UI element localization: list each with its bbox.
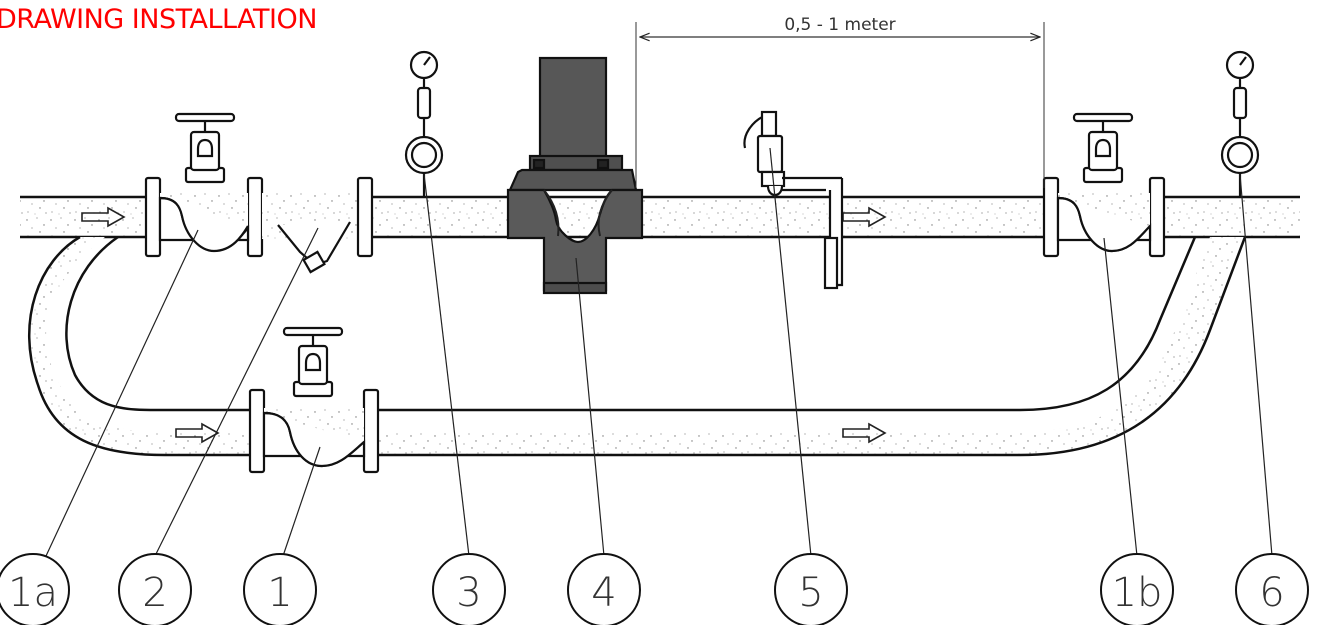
callout-6: 6 bbox=[1235, 553, 1309, 625]
pressure-gauge-6 bbox=[1220, 50, 1260, 197]
flow-arrow-icon bbox=[81, 206, 126, 228]
dimension-line: 0,5 - 1 meter bbox=[635, 15, 1045, 188]
pressure-gauge-3 bbox=[404, 50, 444, 197]
callout-1a: 1a bbox=[0, 553, 70, 625]
callout-4: 4 bbox=[567, 553, 641, 625]
leader-lines bbox=[45, 147, 1273, 557]
flow-arrow-icon bbox=[842, 422, 887, 444]
callout-label: 1a bbox=[8, 570, 58, 616]
globe-valve-1a bbox=[144, 112, 264, 258]
callout-label: 5 bbox=[798, 570, 823, 616]
callout-label: 6 bbox=[1259, 570, 1284, 616]
callout-label: 4 bbox=[591, 570, 616, 616]
flow-arrow-icon bbox=[842, 206, 887, 228]
callouts: 1a 2 1 3 4 5 1b 6 bbox=[0, 553, 1309, 625]
strainer-2 bbox=[262, 176, 374, 274]
callout-label: 1 bbox=[267, 570, 292, 616]
callout-label: 1b bbox=[1112, 570, 1163, 616]
callout-2: 2 bbox=[118, 553, 192, 625]
callout-label: 2 bbox=[142, 570, 167, 616]
dimension-label: 0,5 - 1 meter bbox=[784, 15, 895, 35]
callout-5: 5 bbox=[774, 553, 848, 625]
callout-1: 1 bbox=[243, 553, 317, 625]
callout-label: 3 bbox=[456, 570, 481, 616]
globe-valve-1b bbox=[1042, 112, 1166, 258]
bypass-pipe bbox=[29, 237, 1245, 455]
globe-valve-1 bbox=[248, 326, 380, 474]
flow-arrow-icons bbox=[81, 206, 887, 444]
diagram-title: DRAWING INSTALLATION bbox=[0, 4, 317, 35]
callout-3: 3 bbox=[432, 553, 506, 625]
flow-arrow-icon bbox=[175, 422, 220, 444]
callout-1b: 1b bbox=[1100, 553, 1174, 625]
pressure-reducing-valve-4 bbox=[506, 56, 644, 295]
